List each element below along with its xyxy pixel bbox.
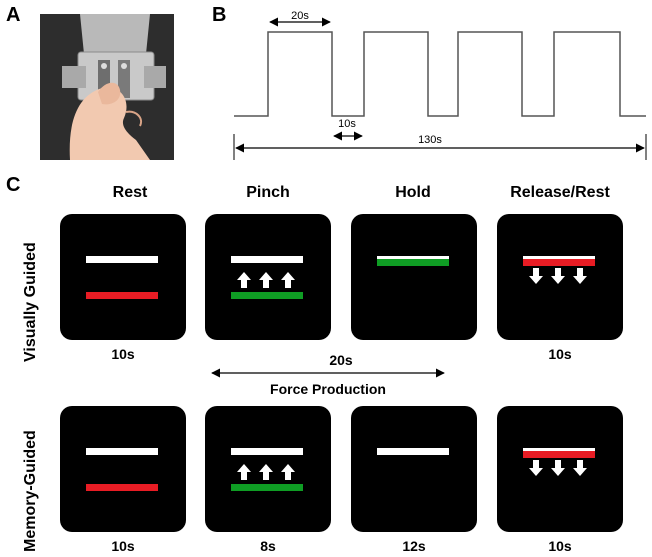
- boxcar-signal: [234, 31, 646, 117]
- arrow-down-icon: [529, 268, 543, 284]
- force-production-label: Force Production: [270, 381, 386, 397]
- block-design-waveform: [233, 17, 647, 160]
- duration-memory-release: 10s: [548, 538, 572, 554]
- row-label-memory: Memory-Guided: [22, 430, 39, 552]
- on-duration-label: 20s: [291, 10, 309, 22]
- force-production-arrow: [211, 368, 445, 378]
- screen-memory-pinch: [205, 406, 331, 532]
- arrow-up-icon: [281, 464, 295, 480]
- screen-visual-pinch: [205, 214, 331, 340]
- target-bar: [231, 448, 303, 455]
- arrow-up-icon: [237, 272, 251, 288]
- arrow-down-icon: [529, 460, 543, 476]
- force-bar-releasing: [523, 259, 595, 266]
- arrow-down-icon: [573, 268, 587, 284]
- screen-visual-rest: [60, 214, 186, 340]
- panel-label-c: C: [6, 174, 21, 196]
- force-bar-rest: [86, 484, 158, 491]
- screen-memory-release: [497, 406, 623, 532]
- column-header-release: Release/Rest: [510, 184, 610, 201]
- down-arrows: [529, 268, 587, 284]
- up-arrows: [237, 464, 295, 480]
- row-label-visual: Visually Guided: [22, 242, 39, 362]
- arrow-up-icon: [259, 464, 273, 480]
- target-bar: [86, 448, 158, 455]
- column-header-rest: Rest: [112, 184, 148, 201]
- column-header-hold: Hold: [395, 184, 431, 201]
- force-bar-on-target: [377, 259, 449, 266]
- arrow-up-icon: [259, 272, 273, 288]
- off-duration-label: 10s: [338, 118, 356, 130]
- duration-memory-hold: 12s: [402, 538, 426, 554]
- force-bar-rising: [231, 484, 303, 491]
- arrow-up-icon: [281, 272, 295, 288]
- up-arrows: [237, 272, 295, 288]
- arrow-down-icon: [551, 268, 565, 284]
- duration-visual-release: 10s: [548, 346, 572, 362]
- duration-visual-rest: 10s: [111, 346, 135, 362]
- panel-label-a: A: [6, 4, 21, 26]
- arrow-up-icon: [237, 464, 251, 480]
- total-duration-label: 130s: [400, 134, 460, 146]
- target-bar: [377, 448, 449, 455]
- screen-memory-hold: [351, 406, 477, 532]
- screen-memory-rest: [60, 406, 186, 532]
- duration-memory-pinch: 8s: [260, 538, 276, 554]
- duration-memory-rest: 10s: [111, 538, 135, 554]
- screen-visual-release: [497, 214, 623, 340]
- force-bar-releasing: [523, 451, 595, 458]
- down-arrows: [529, 460, 587, 476]
- target-bar: [86, 256, 158, 263]
- arrow-down-icon: [573, 460, 587, 476]
- panel-label-b: B: [212, 4, 227, 26]
- column-header-pinch: Pinch: [246, 184, 290, 201]
- hand-device-illustration: [40, 14, 174, 160]
- target-bar: [231, 256, 303, 263]
- arrow-down-icon: [551, 460, 565, 476]
- screen-visual-hold: [351, 214, 477, 340]
- duration-visual-force: 20s: [329, 352, 353, 368]
- pinch-device-photo: [40, 14, 174, 160]
- force-bar-rest: [86, 292, 158, 299]
- force-bar-rising: [231, 292, 303, 299]
